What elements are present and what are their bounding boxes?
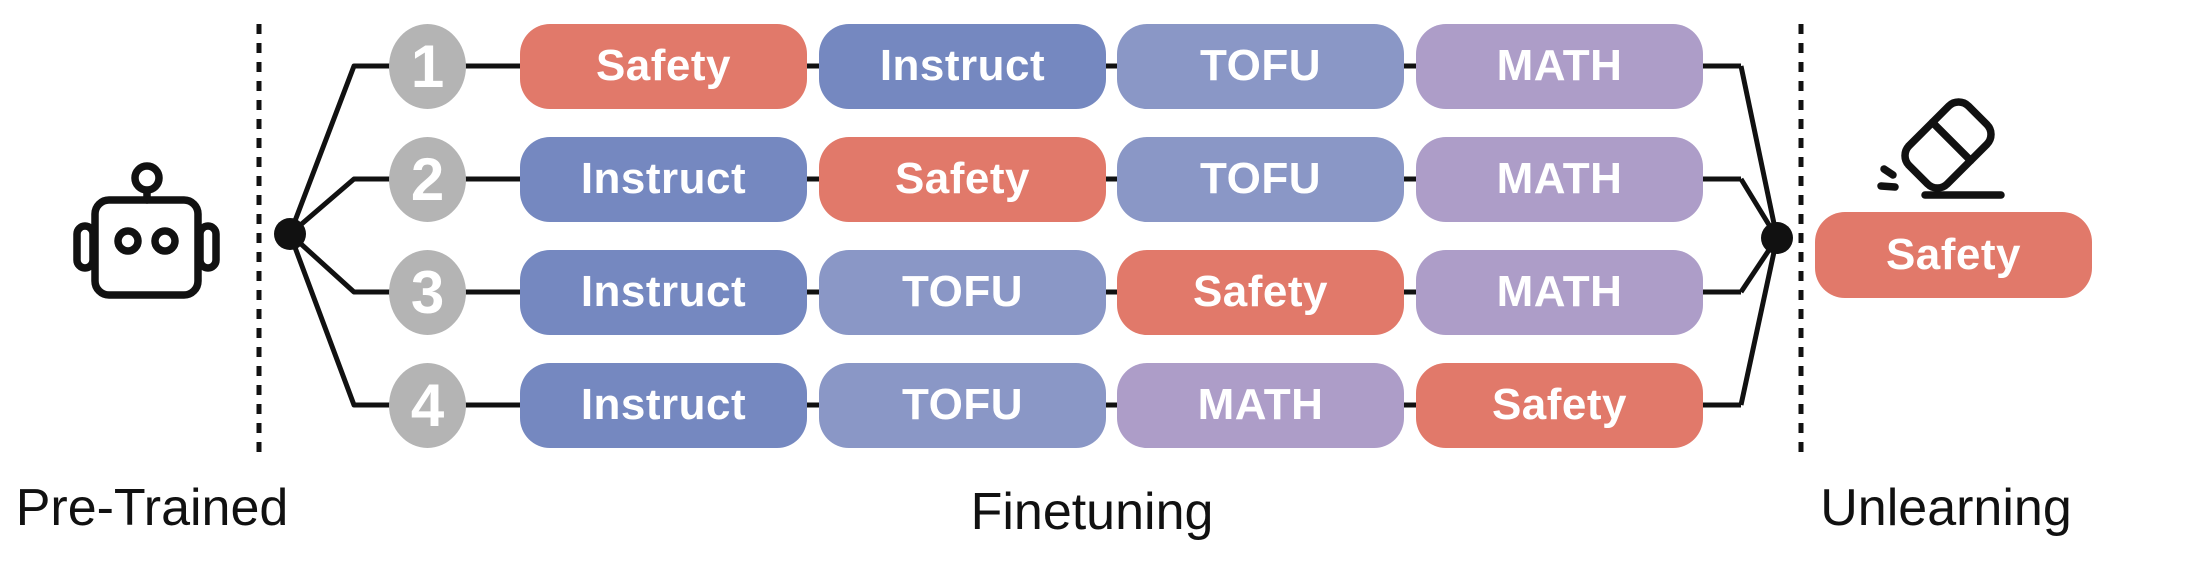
row-2-pill-instruct: Instruct	[520, 136, 807, 222]
row-2-pill-math: MATH	[1416, 136, 1703, 222]
unlearning-label: Unlearning	[1820, 479, 2072, 537]
row-2-number-circle: 2	[389, 136, 466, 222]
row-1-pill-instruct: Instruct	[819, 23, 1106, 109]
row-2-pill-safety: Safety	[819, 136, 1106, 222]
row-3-pill-instruct: Instruct	[520, 249, 807, 335]
row-3-number-circle: 3	[389, 249, 466, 335]
row-4-pill-instruct: Instruct	[520, 362, 807, 448]
right-junction-dot	[1761, 222, 1793, 254]
row-3-pill-math: MATH	[1416, 249, 1703, 335]
row-2-pill-tofu: TOFU	[1117, 136, 1404, 222]
row-3-pill-safety: Safety	[1117, 249, 1404, 335]
finetuning-label: Finetuning	[970, 483, 1214, 541]
robot-ear-icon	[196, 222, 220, 272]
row-4-pill-math: MATH	[1117, 362, 1404, 448]
row-1-pill-math: MATH	[1416, 23, 1703, 109]
row-1-pill-safety: Safety	[520, 23, 807, 109]
row-1-number-circle: 1	[389, 23, 466, 109]
robot-icon	[73, 162, 220, 299]
left-junction-dot	[274, 218, 306, 250]
robot-ear-icon	[73, 222, 97, 272]
eraser-debris-icon	[1877, 182, 1899, 191]
robot-antenna-icon	[131, 162, 163, 194]
row-4-pill-tofu: TOFU	[819, 362, 1106, 448]
unlearning-safety-pill: Safety	[1815, 212, 2092, 298]
row-4-number-circle: 4	[389, 362, 466, 448]
robot-eye-icon	[114, 227, 142, 255]
row-3-pill-tofu: TOFU	[819, 249, 1106, 335]
eraser-debris-icon	[1880, 165, 1897, 179]
eraser-icon	[1877, 98, 2005, 199]
pretrained-label: Pre-Trained	[15, 479, 289, 537]
row-1-pill-tofu: TOFU	[1117, 23, 1404, 109]
robot-eye-icon	[151, 227, 179, 255]
robot-head-icon	[91, 196, 202, 299]
unlearning-pill-label: Safety	[1885, 230, 2022, 279]
row-4-pill-safety: Safety	[1416, 362, 1703, 448]
